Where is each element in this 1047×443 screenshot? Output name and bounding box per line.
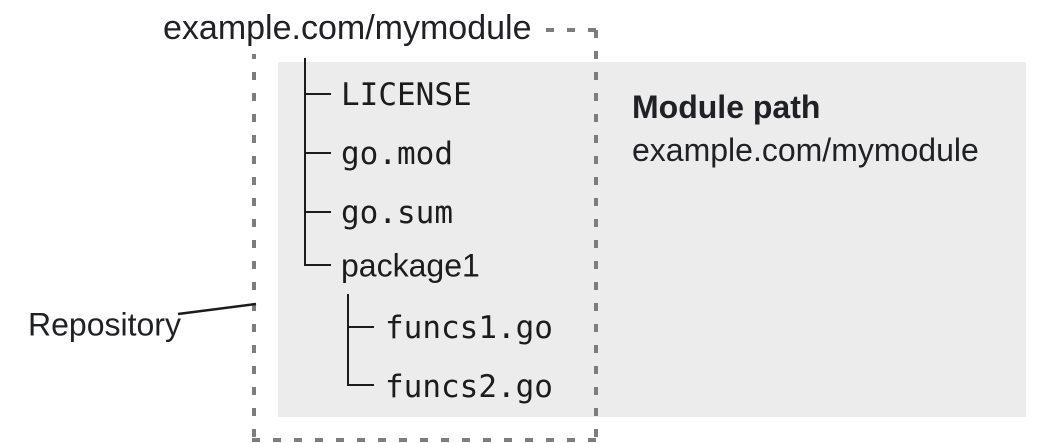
tree-item-funcs2-go: funcs2.go	[385, 369, 553, 405]
tree-item-package1: package1	[341, 247, 480, 284]
tree-item-go-mod: go.mod	[341, 136, 453, 172]
tree-branch-tick-gosum	[304, 211, 331, 213]
subtree-corner-funcs2	[347, 384, 374, 386]
tree-item-go-sum: go.sum	[341, 195, 453, 231]
subtree-branch-tick-funcs1	[347, 326, 374, 328]
repository-dotted-border-left	[252, 30, 256, 442]
tree-trunk-line	[304, 58, 306, 266]
module-title: example.com/mymodule	[163, 8, 546, 54]
repository-label: Repository	[28, 306, 181, 343]
subtree-trunk-line	[347, 294, 349, 386]
tree-corner-package1	[304, 264, 331, 266]
file-tree-panel	[278, 62, 1026, 417]
tree-branch-tick-license	[304, 93, 331, 95]
module-path-value: example.com/mymodule	[632, 132, 979, 168]
repository-dotted-border-bottom	[252, 438, 598, 442]
repository-dotted-border-right	[594, 30, 598, 442]
module-path-heading: Module path	[632, 89, 821, 125]
tree-item-license: LICENSE	[341, 77, 472, 113]
module-path-annotation: Module path example.com/mymodule	[632, 86, 979, 172]
tree-branch-tick-gomod	[304, 152, 331, 154]
tree-item-funcs1-go: funcs1.go	[385, 310, 553, 346]
